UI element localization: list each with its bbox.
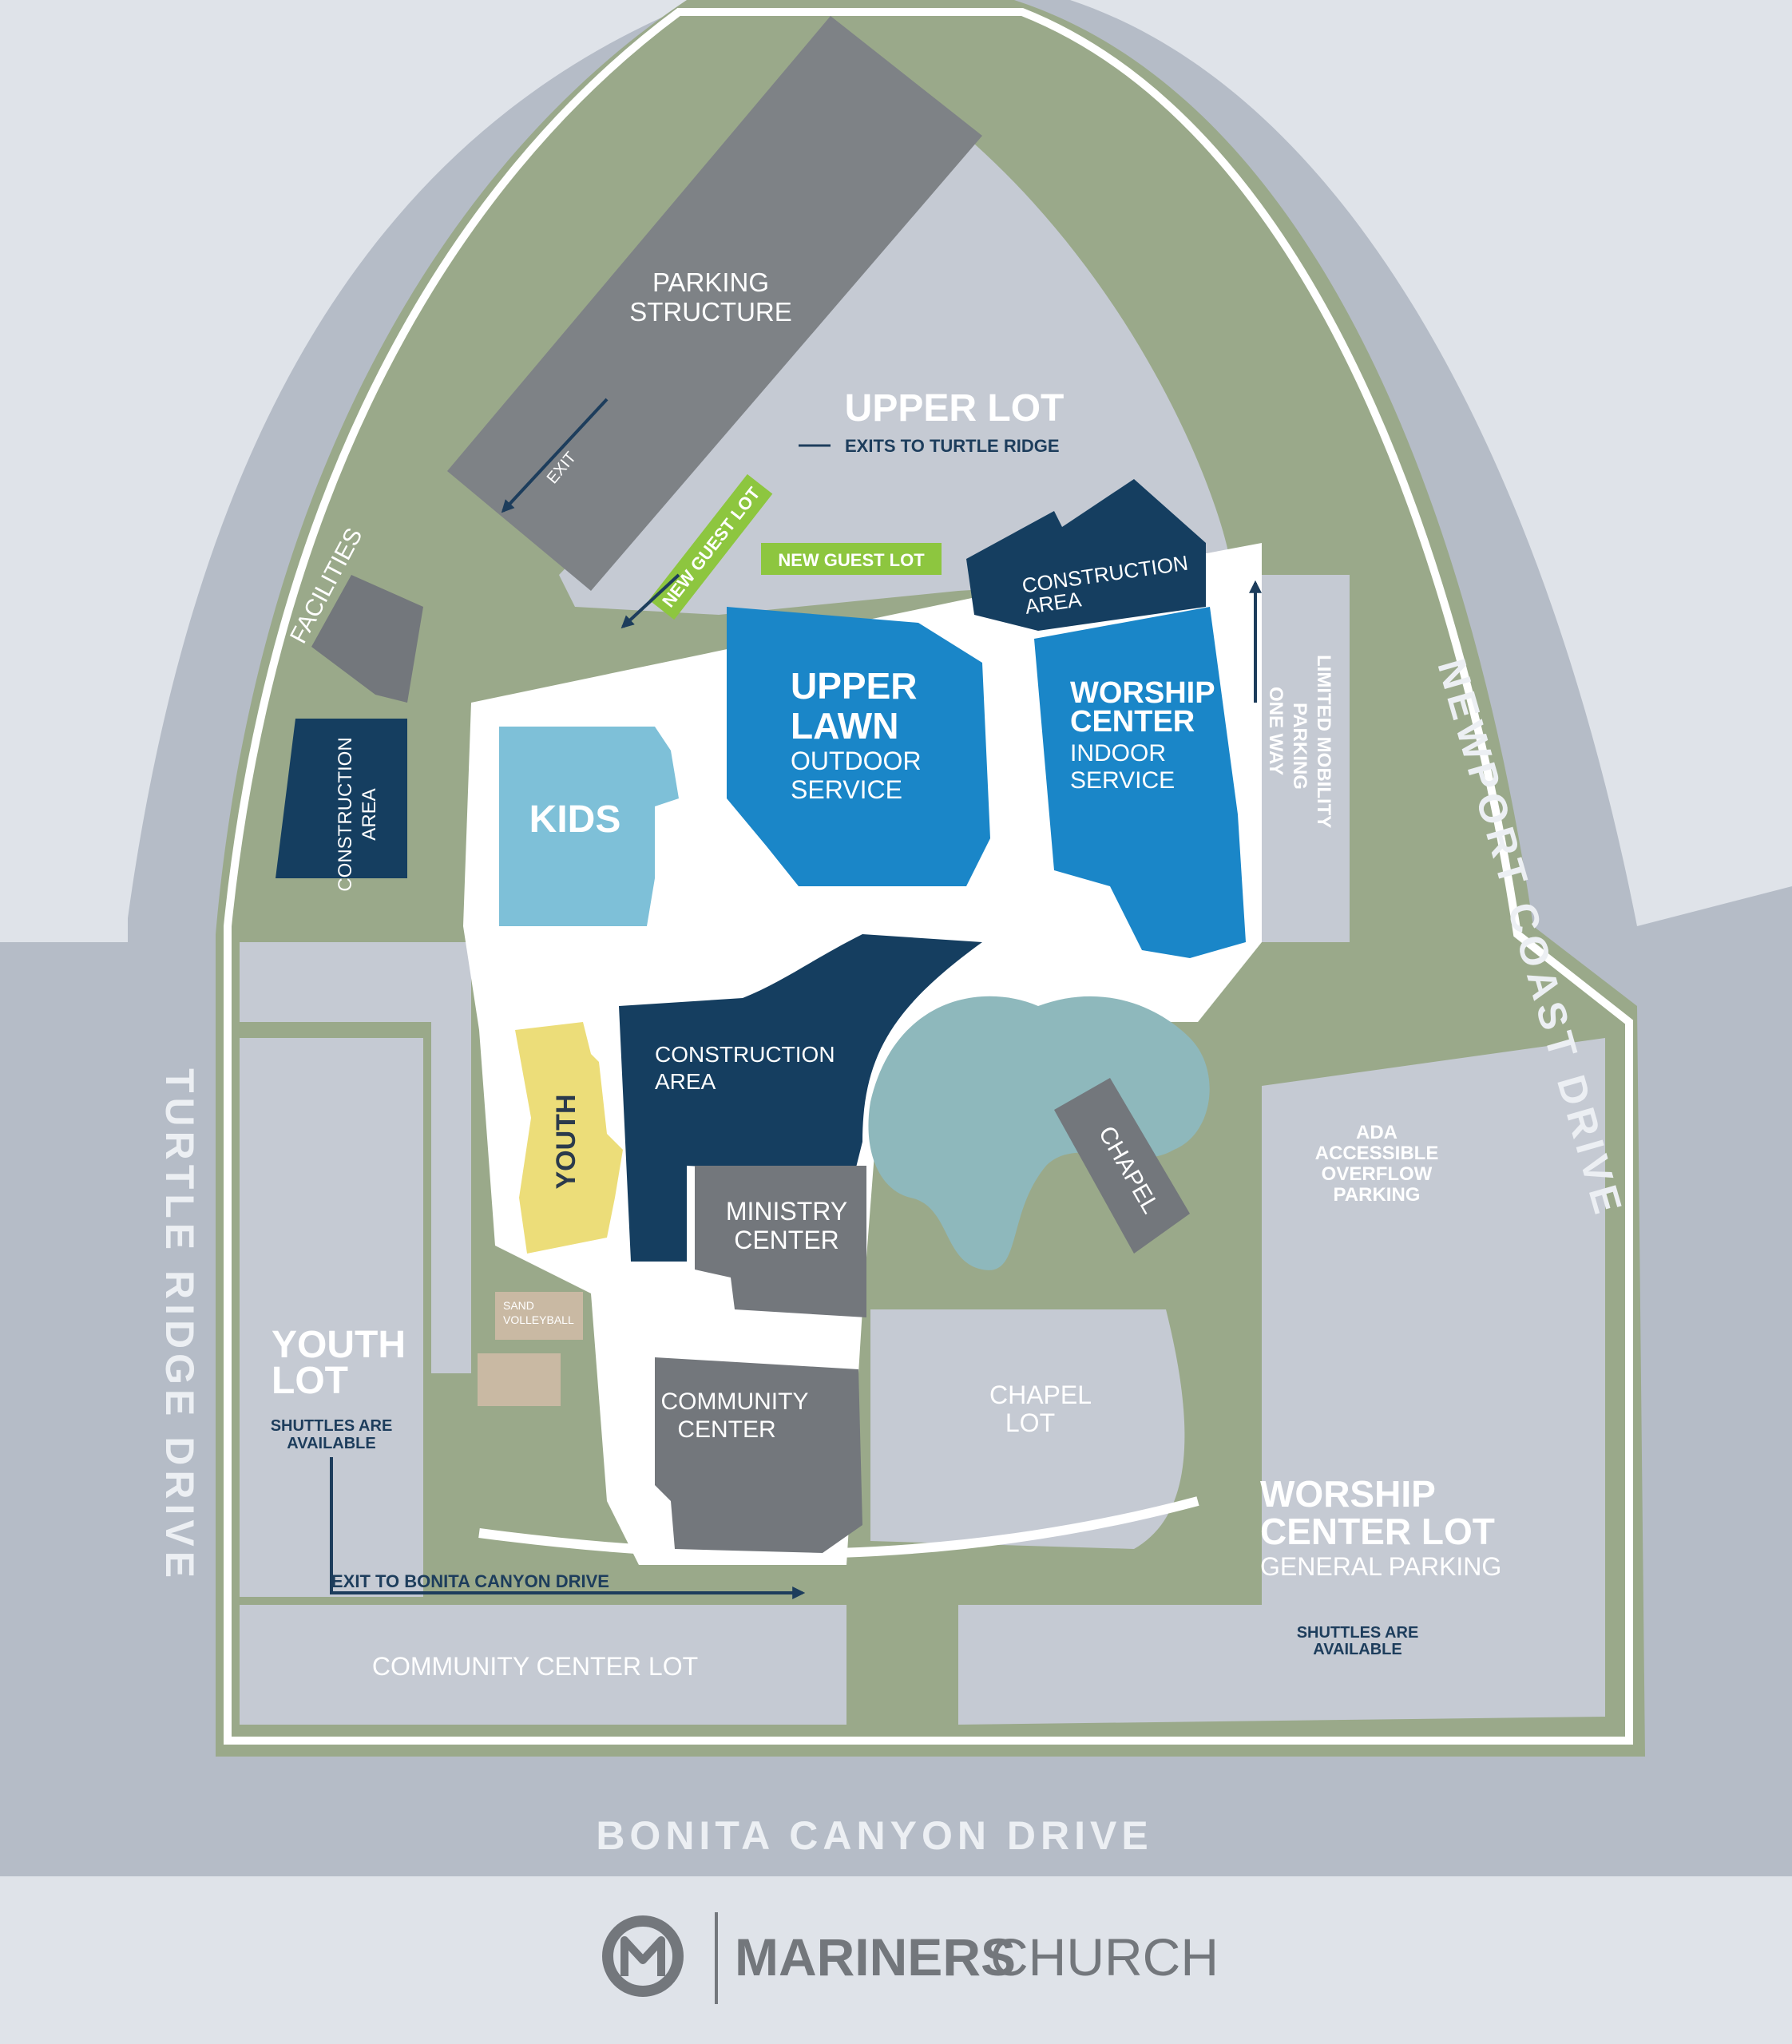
youth-building <box>515 1022 623 1254</box>
logo-divider <box>715 1912 718 2004</box>
svg-text:STRUCTURE: STRUCTURE <box>629 297 792 327</box>
svg-text:PARKING: PARKING <box>1334 1184 1421 1206</box>
community-center-label: COMMUNITY CENTER <box>661 1388 809 1443</box>
svg-text:COMMUNITY: COMMUNITY <box>661 1388 809 1415</box>
svg-text:SAND: SAND <box>503 1299 534 1312</box>
svg-text:GENERAL PARKING: GENERAL PARKING <box>1260 1552 1501 1581</box>
svg-text:CENTER: CENTER <box>1070 705 1195 739</box>
pond <box>868 996 1210 1270</box>
community-center-lot-surface <box>240 1605 846 1725</box>
upper-lawn-label: UPPER LAWN OUTDOOR SERVICE <box>791 665 922 804</box>
ada-lot-surface <box>1294 1062 1477 1278</box>
upper-lot-label: UPPER LOT <box>845 387 1064 430</box>
svg-text:LAWN: LAWN <box>791 705 898 747</box>
logo-text-bold: MARINERS <box>735 1927 1016 1987</box>
worship-center-lot-label: WORSHIP CENTER LOT GENERAL PARKING SHUTT… <box>1260 1473 1501 1658</box>
svg-text:CONSTRUCTION: CONSTRUCTION <box>335 737 356 891</box>
svg-text:ACCESSIBLE: ACCESSIBLE <box>1315 1143 1439 1164</box>
chapel-lot-surface <box>870 1309 1185 1549</box>
svg-text:MINISTRY: MINISTRY <box>726 1197 847 1226</box>
ada-parking-label: ADA ACCESSIBLE OVERFLOW PARKING <box>1315 1122 1439 1206</box>
parking-exit-arrow <box>501 398 609 513</box>
svg-text:AREA: AREA <box>655 1069 716 1094</box>
upper-lot-surface <box>559 144 1230 615</box>
exit-bonita-arrow <box>330 1457 806 1599</box>
construction-center <box>619 934 982 1262</box>
parking-structure-label: PARKING STRUCTURE <box>629 267 792 327</box>
svg-text:SERVICE: SERVICE <box>1070 767 1175 794</box>
svg-text:CENTER: CENTER <box>734 1226 839 1254</box>
svg-text:LOT: LOT <box>272 1360 348 1402</box>
svg-text:OVERFLOW: OVERFLOW <box>1322 1163 1433 1185</box>
sand-volleyball-court <box>495 1292 583 1340</box>
exit-bonita-label: EXIT TO BONITA CANYON DRIVE <box>331 1571 609 1591</box>
svg-text:INDOOR: INDOOR <box>1070 740 1166 766</box>
mariners-logo-icon <box>602 1915 684 1997</box>
perimeter-path <box>224 8 1633 1745</box>
svg-text:WORSHIP: WORSHIP <box>1070 676 1215 710</box>
svg-text:CONSTRUCTION: CONSTRUCTION <box>655 1042 835 1067</box>
limited-mobility-strip <box>1262 575 1350 942</box>
svg-text:VOLLEYBALL: VOLLEYBALL <box>503 1313 574 1326</box>
sand-court-2 <box>478 1353 561 1406</box>
svg-text:PARKING: PARKING <box>652 267 769 297</box>
upper-lawn <box>727 607 990 886</box>
limited-mobility-label: LIMITED MOBILITY PARKING ONE WAY <box>1265 655 1334 828</box>
new-guest-lot-arrow <box>620 573 680 629</box>
svg-text:SERVICE: SERVICE <box>791 775 902 804</box>
svg-text:NEW GUEST LOT: NEW GUEST LOT <box>778 550 925 570</box>
svg-text:UPPER: UPPER <box>791 665 917 707</box>
turtle-ridge-drive-label: TURTLE RIDGE DRIVE <box>157 1068 202 1583</box>
facilities-building <box>311 575 423 703</box>
svg-text:PARKING: PARKING <box>1289 703 1310 790</box>
svg-text:AVAILABLE: AVAILABLE <box>287 1435 375 1452</box>
construction-center-label: CONSTRUCTION AREA <box>655 1042 835 1094</box>
community-center <box>655 1357 862 1553</box>
mariners-logo-m <box>620 1936 665 1976</box>
svg-text:OUTDOOR: OUTDOOR <box>791 747 922 775</box>
svg-text:ADA: ADA <box>1356 1122 1398 1143</box>
parking-structure <box>447 16 982 591</box>
community-center-lot-label: COMMUNITY CENTER LOT <box>372 1652 698 1681</box>
svg-text:AREA: AREA <box>359 788 380 840</box>
worship-center <box>1034 607 1246 958</box>
svg-text:CENTER: CENTER <box>677 1416 775 1443</box>
new-guest-lot-tag-flat: NEW GUEST LOT <box>761 543 942 575</box>
svg-text:LIMITED MOBILITY: LIMITED MOBILITY <box>1313 655 1334 828</box>
perimeter-walk-south <box>478 1496 1199 1559</box>
svg-text:LOT: LOT <box>1005 1408 1055 1437</box>
logo-text-light: CHURCH <box>990 1927 1219 1987</box>
bonita-canyon-drive-label: BONITA CANYON DRIVE <box>596 1813 1152 1858</box>
svg-text:CENTER LOT: CENTER LOT <box>1260 1511 1495 1552</box>
worship-center-label: WORSHIP CENTER INDOOR SERVICE <box>1070 676 1215 794</box>
ministry-center-label: MINISTRY CENTER <box>726 1197 847 1254</box>
kids-label: KIDS <box>529 798 621 841</box>
svg-text:AVAILABLE: AVAILABLE <box>1313 1641 1401 1658</box>
youth-label: YOUTH <box>551 1095 581 1190</box>
ministry-center <box>695 1166 866 1317</box>
mariners-church-logo: MARINERS CHURCH <box>602 1912 1219 2004</box>
west-lot-surface <box>240 942 471 1373</box>
svg-text:ONE WAY: ONE WAY <box>1265 687 1287 775</box>
kids-building <box>499 727 679 926</box>
svg-text:YOUTH: YOUTH <box>272 1324 406 1366</box>
svg-text:SHUTTLES ARE: SHUTTLES ARE <box>271 1417 393 1435</box>
construction-west-label: CONSTRUCTION AREA <box>335 737 380 891</box>
youth-lot-label: YOUTH LOT SHUTTLES ARE AVAILABLE <box>271 1324 406 1452</box>
svg-text:CHAPEL: CHAPEL <box>989 1380 1092 1409</box>
sand-volleyball-label: SAND VOLLEYBALL <box>503 1299 574 1326</box>
svg-text:WORSHIP: WORSHIP <box>1260 1473 1436 1515</box>
svg-text:SHUTTLES ARE: SHUTTLES ARE <box>1297 1624 1419 1642</box>
construction-ne <box>966 479 1206 631</box>
construction-west <box>276 719 407 878</box>
upper-lot-note: EXITS TO TURTLE RIDGE <box>845 436 1060 456</box>
chapel-lot-label: CHAPEL LOT <box>989 1380 1092 1437</box>
chapel-building <box>1054 1078 1190 1254</box>
